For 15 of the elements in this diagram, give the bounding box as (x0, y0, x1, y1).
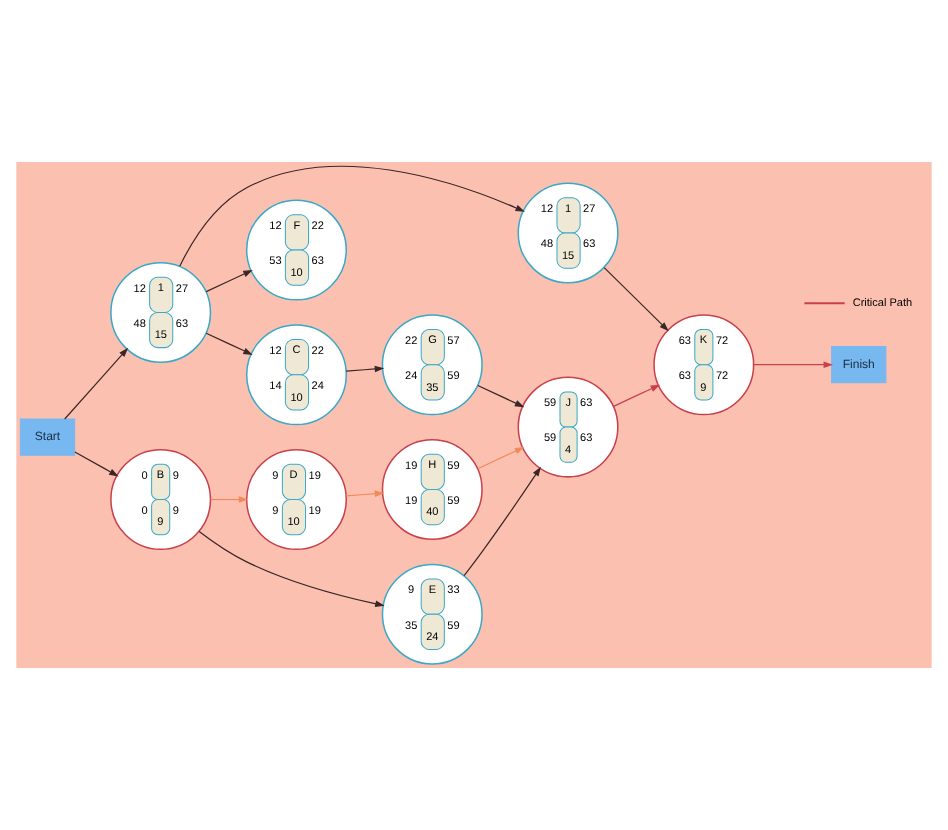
arrow (477, 384, 525, 408)
arrow (205, 332, 253, 355)
arrow (179, 165, 525, 267)
arrow (613, 384, 661, 407)
arrow (477, 447, 525, 470)
arrow (345, 490, 385, 497)
arrow (463, 466, 541, 577)
arrow (74, 451, 119, 477)
arrow (210, 496, 249, 503)
arrow (753, 361, 833, 369)
arrow (205, 269, 253, 293)
arrow (198, 530, 385, 608)
arrow (603, 266, 669, 332)
arrow (64, 347, 129, 420)
arrow (345, 365, 385, 373)
